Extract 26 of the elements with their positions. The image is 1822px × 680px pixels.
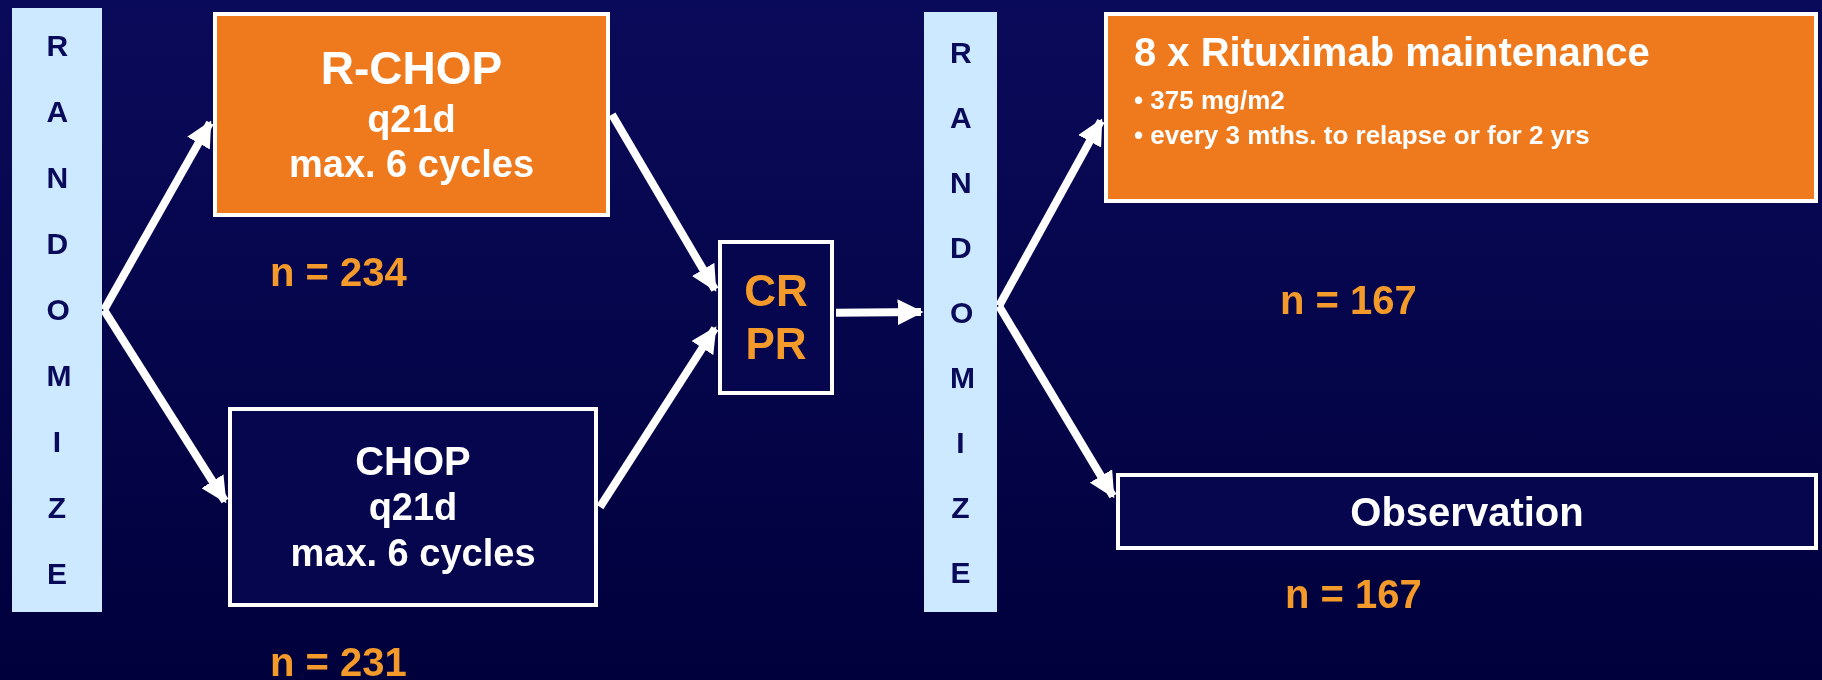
bullet-item: • 375 mg/m2	[1134, 85, 1285, 116]
detail-text: q21d	[367, 96, 456, 142]
heading: R-CHOP	[320, 41, 503, 97]
response-label: CR	[744, 264, 808, 317]
randomize-bar	[12, 8, 102, 612]
observation-box	[1116, 473, 1818, 550]
vertical-label: RANDOMIZE	[46, 28, 68, 592]
treatment-box	[213, 12, 610, 217]
response-box	[718, 240, 834, 395]
sample-size: n = 231	[270, 640, 407, 680]
sample-size: n = 167	[1285, 572, 1422, 617]
detail-text: max. 6 cycles	[290, 531, 536, 576]
heading: 8 x Rituximab maintenance	[1134, 30, 1650, 75]
heading: CHOP	[355, 438, 471, 486]
maintenance-box	[1104, 12, 1818, 203]
sample-size: n = 167	[1280, 278, 1417, 323]
vertical-label: RANDOMIZE	[950, 34, 971, 591]
bullet-item: • every 3 mths. to relapse or for 2 yrs	[1134, 120, 1590, 151]
treatment-box	[228, 407, 598, 607]
sample-size: n = 234	[270, 250, 407, 295]
detail-text: q21d	[368, 485, 458, 531]
randomize-bar	[924, 12, 997, 612]
heading: Observation	[1350, 488, 1584, 536]
detail-text: max. 6 cycles	[288, 142, 535, 188]
response-label: PR	[745, 317, 807, 370]
arrow	[835, 299, 924, 326]
